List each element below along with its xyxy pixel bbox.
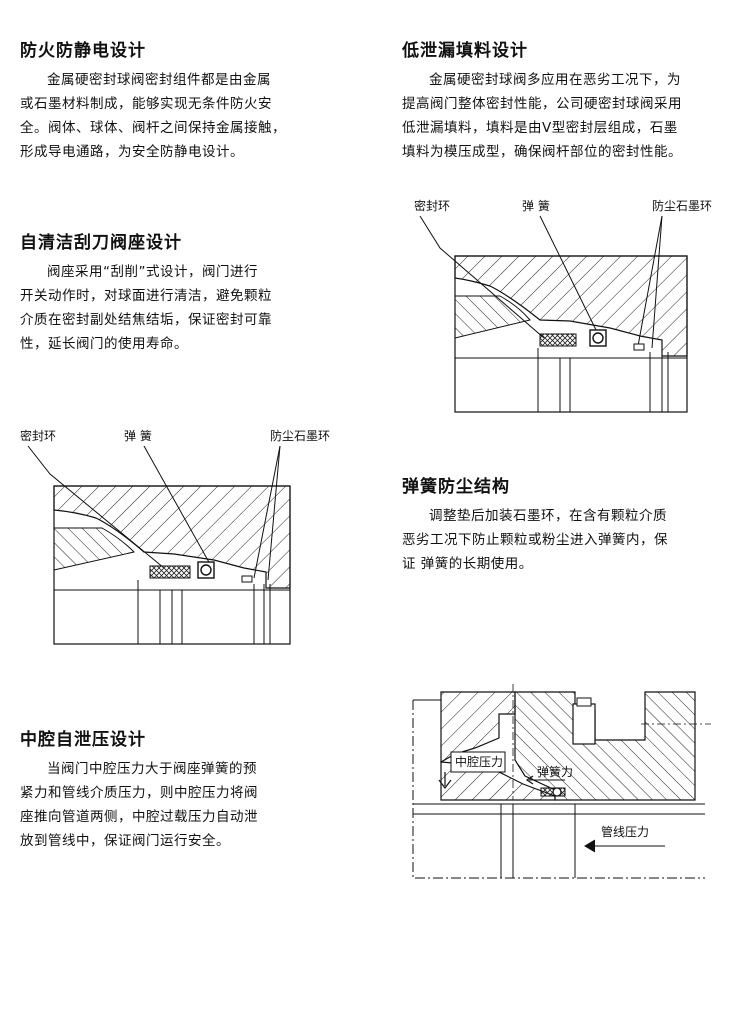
graphite-ring-label: 防尘石墨环 xyxy=(652,198,712,213)
cavity-relief-section: 中腔自泄压设计 当阀门中腔压力大于阀座弹簧的预 紧力和管线介质压力，则中腔压力将… xyxy=(20,729,340,853)
pressure-drawing: 中腔压力 弹簧力 管线压力 xyxy=(412,684,711,879)
fireproof-line: 或石墨材料制成，能够实现无条件防火安 xyxy=(20,96,272,112)
cavity-relief-line: 当阀门中腔压力大于阀座弹簧的预 xyxy=(47,761,257,777)
spring-label: 弹 簧 xyxy=(124,428,152,443)
spring-dust-line: 证 弹簧的长期使用。 xyxy=(402,556,533,572)
pipe-pressure-label: 管线压力 xyxy=(601,824,649,839)
self-clean-line: 开关动作时，对球面进行清洁，避免颗粒 xyxy=(20,288,272,304)
spring-dust-line: 调整垫后加装石墨环，在含有颗粒介质 xyxy=(429,508,667,524)
low-leak-line: 低泄漏填料，填料是由V型密封层组成，石墨 xyxy=(402,120,678,136)
fireproof-title: 防火防静电设计 xyxy=(20,41,146,61)
bolt-head xyxy=(576,697,592,707)
seal-drawing-top: 密封环 弹 簧 防尘石墨环 xyxy=(414,198,712,413)
spring-coil xyxy=(592,332,604,344)
self-clean-line: 性，延长阀门的使用寿命。 xyxy=(20,336,188,352)
valve-body xyxy=(514,691,696,801)
fireproof-section: 防火防静电设计 金属硬密封球阀密封组件都是由金属 或石墨材料制成，能够实现无条件… xyxy=(20,40,340,164)
cavity-pressure-arrow xyxy=(438,772,452,789)
spring-coil xyxy=(552,787,562,797)
seal-drawing-left: 密封环 弹 簧 防尘石墨环 xyxy=(20,428,330,645)
self-clean-line: 介质在密封副处结焦结垢，保证密封可靠 xyxy=(20,312,272,328)
cavity-relief-title: 中腔自泄压设计 xyxy=(20,730,146,750)
pipe-pressure-arrow xyxy=(584,839,596,853)
ball-section xyxy=(53,527,135,571)
bolt xyxy=(572,703,596,745)
seal-ring xyxy=(149,565,191,579)
self-clean-line: 阀座采用“刮削”式设计，阀门进行 xyxy=(47,264,258,280)
spring-dust-section: 弹簧防尘结构 调整垫后加装石墨环，在含有颗粒介质 恶劣工况下防止颗粒或粉尘进入弹… xyxy=(402,476,742,576)
cavity-relief-line: 座推向管道两侧，中腔过载压力自动泄 xyxy=(20,809,258,825)
cavity-relief-line: 紧力和管线介质压力，则中腔压力将阀 xyxy=(20,785,258,801)
fireproof-line: 金属硬密封球阀密封组件都是由金属 xyxy=(47,72,271,88)
seal-ring-label: 密封环 xyxy=(414,198,450,213)
cavity-pressure-box xyxy=(450,751,506,773)
graphite-ring xyxy=(241,575,253,583)
ball-section xyxy=(454,295,531,339)
valve-body xyxy=(454,255,688,357)
low-leak-line: 金属硬密封球阀多应用在恶劣工况下，为 xyxy=(429,72,681,88)
low-leak-line: 填料为模压成型，确保阀杆部位的密封性能。 xyxy=(402,144,682,160)
seal-ring xyxy=(539,333,577,347)
valve-body xyxy=(53,485,291,589)
graphite-ring xyxy=(633,343,645,351)
low-leak-title: 低泄漏填料设计 xyxy=(402,41,528,61)
spring-coil xyxy=(200,564,212,576)
graphite-ring-label: 防尘石墨环 xyxy=(270,428,330,443)
low-leak-section: 低泄漏填料设计 金属硬密封球阀多应用在恶劣工况下，为 提高阀门整体密封性能，公司… xyxy=(402,40,742,164)
spring-force-label: 弹簧力 xyxy=(537,764,573,779)
spring-force-arrow xyxy=(525,775,534,785)
fireproof-line: 形成导电通路，为安全防静电设计。 xyxy=(20,144,244,160)
self-clean-title: 自清洁刮刀阀座设计 xyxy=(20,233,182,253)
cavity-relief-line: 放到管线中，保证阀门运行安全。 xyxy=(20,833,230,849)
spring-dust-title: 弹簧防尘结构 xyxy=(402,477,510,497)
spring-dust-line: 恶劣工况下防止颗粒或粉尘进入弹簧内，保 xyxy=(402,532,668,548)
cavity-pressure-label: 中腔压力 xyxy=(455,754,503,769)
self-clean-section: 自清洁刮刀阀座设计 阀座采用“刮削”式设计，阀门进行 开关动作时，对球面进行清洁… xyxy=(20,232,340,356)
seal-ring-label: 密封环 xyxy=(20,428,56,443)
spring-label: 弹 簧 xyxy=(522,198,550,213)
boundary-line xyxy=(412,700,705,879)
low-leak-line: 提高阀门整体密封性能，公司硬密封球阀采用 xyxy=(402,96,682,112)
fireproof-line: 全。阀体、球体、阀杆之间保持金属接触， xyxy=(20,120,286,136)
